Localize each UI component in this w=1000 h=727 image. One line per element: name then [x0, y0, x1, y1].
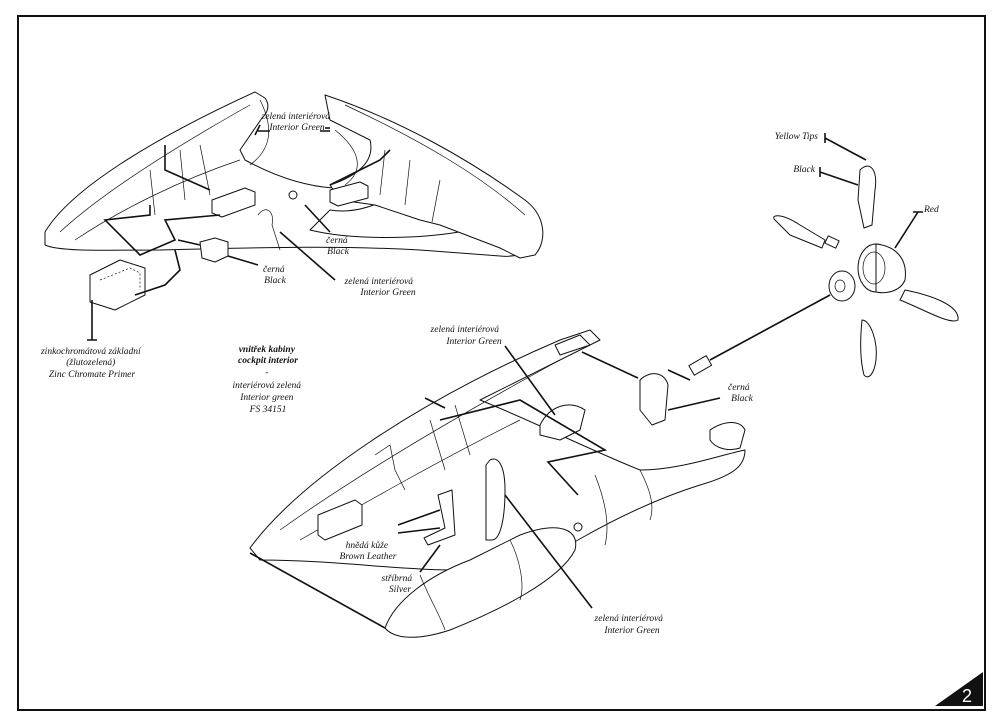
main-leaders: [249, 294, 831, 629]
label-black-left: černá Black: [263, 265, 287, 286]
left-fuselage-half: [44, 91, 541, 257]
label-black-mid: černá Black: [326, 236, 350, 257]
propeller-assembly: [773, 165, 959, 378]
cockpit-small-parts: [89, 181, 369, 311]
label-cockpit-color: - interiérová zelená Interior green FS 3…: [233, 368, 304, 415]
label-black-spinner: černá Black: [728, 383, 754, 404]
page-number: 2: [962, 686, 972, 706]
label-interior-green-mid: zelená interiérová Interior Green: [344, 277, 416, 298]
label-interior-green-top: zelená interiérová Interior Green: [261, 112, 333, 133]
right-fuselage-half: [324, 94, 544, 259]
label-yellow-tips: Yellow Tips: [775, 132, 819, 142]
label-cockpit-title: vnitřek kabiny cockpit interior: [238, 345, 298, 366]
label-black-prop: Black: [793, 165, 815, 175]
page-corner: [935, 672, 983, 706]
label-interior-green-cockpit: zelená interiérová Interior Green: [430, 325, 502, 347]
label-zinc-chromate: zinkochromátová základní (žlutozelená) Z…: [40, 347, 143, 380]
label-silver: stříbrná Silver: [382, 574, 415, 595]
label-interior-green-bottom: zelená interiérová Interior Green: [594, 614, 666, 636]
page-border: [17, 15, 986, 711]
label-brown-leather: hnědá kůže Brown Leather: [340, 540, 397, 562]
assembly-leaders: [103, 124, 391, 296]
label-red: Red: [923, 205, 939, 215]
